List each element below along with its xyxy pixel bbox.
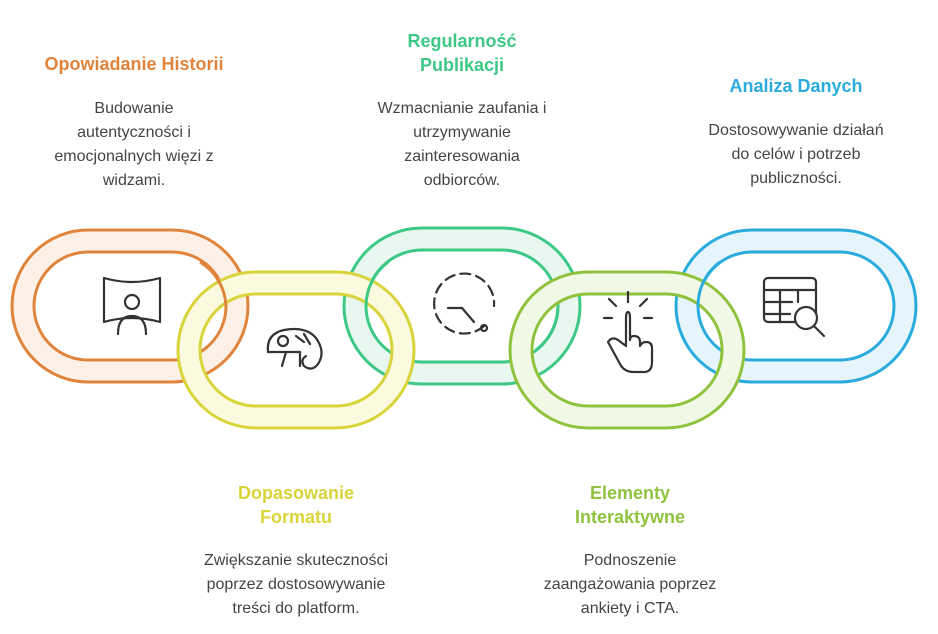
clock-icon bbox=[433, 272, 496, 335]
step-3-title: Regularność Publikacji bbox=[407, 31, 517, 75]
chain-link-4 bbox=[508, 270, 746, 430]
step-1-description: Budowanie autentyczności i emocjonalnych… bbox=[54, 100, 214, 189]
step-5-title: Analiza Danych bbox=[729, 76, 863, 96]
step-5-description: Dostosowywanie działań do celów i potrze… bbox=[708, 122, 884, 187]
presenter-icon bbox=[102, 276, 162, 336]
step-4-description: Podnoszenie zaangażowania poprzez ankiet… bbox=[543, 552, 717, 617]
chain-link-2 bbox=[176, 270, 416, 430]
step-2-title: Dopasowanie Formatu bbox=[237, 483, 355, 527]
step-1-title: Opowiadanie Historii bbox=[44, 54, 224, 74]
step-3-description: Wzmacnianie zaufania i utrzymywanie zain… bbox=[377, 100, 547, 189]
table-search-icon bbox=[762, 276, 826, 338]
tap-icon bbox=[602, 290, 654, 374]
step-2-description: Zwiększanie skuteczności poprzez dostoso… bbox=[203, 552, 389, 617]
step-4-title: Elementy Interaktywne bbox=[574, 483, 686, 527]
chameleon-icon bbox=[266, 327, 323, 370]
